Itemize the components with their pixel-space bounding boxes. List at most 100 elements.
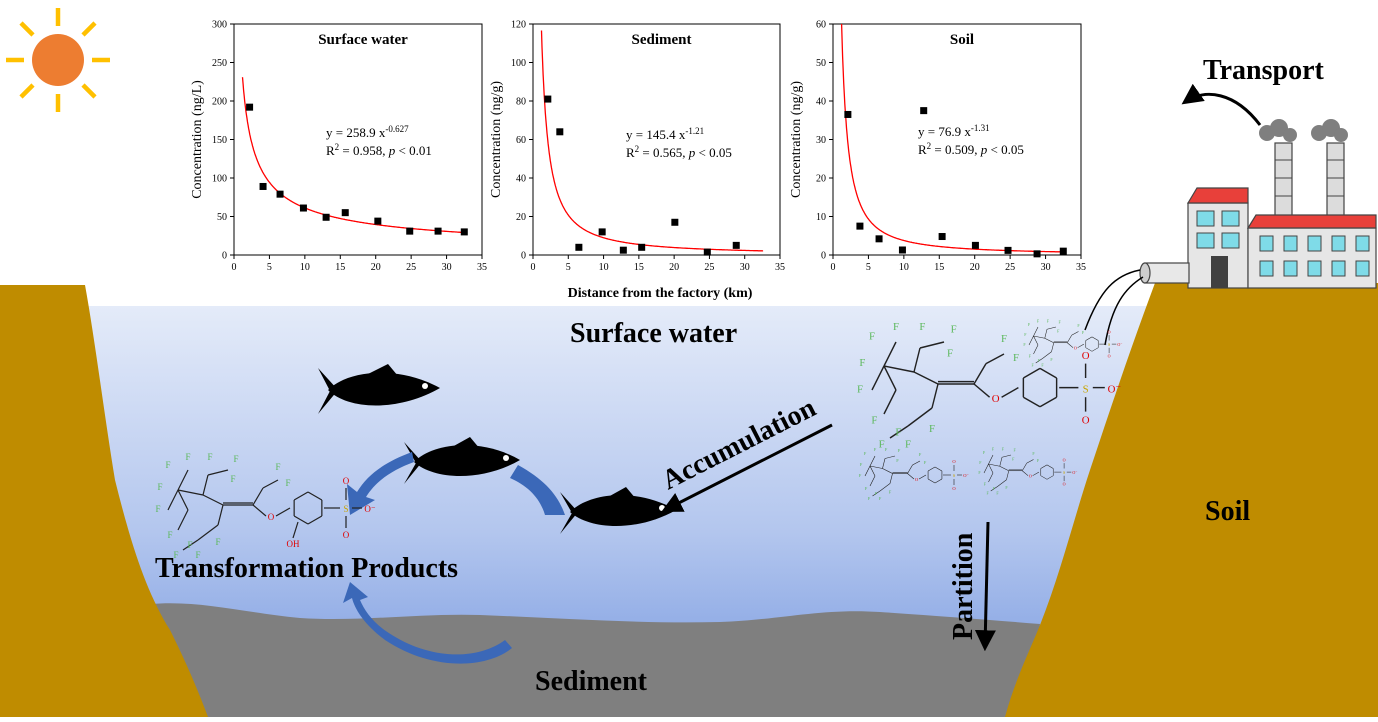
x-tick-label: 20 — [371, 262, 381, 273]
atom-label: F — [893, 321, 899, 333]
y-tick-label: 300 — [212, 20, 227, 31]
data-point — [920, 107, 928, 115]
atom-label: O — [952, 486, 956, 491]
y-tick-label: 100 — [212, 174, 227, 185]
atom-label: F — [1047, 319, 1050, 324]
atom-label: F — [885, 447, 888, 452]
fit-r2: R2 = 0.565, p < 0.05 — [626, 144, 732, 160]
data-point — [938, 233, 946, 241]
atom-label: F — [869, 331, 875, 343]
chart-title: Sediment — [632, 32, 692, 48]
atom-label: F — [984, 482, 987, 487]
atom-label: F — [1037, 319, 1040, 324]
atom-label: F — [1023, 342, 1026, 347]
atom-label: F — [285, 478, 290, 488]
atom-label: F — [896, 458, 899, 463]
x-tick-label: 5 — [866, 262, 871, 273]
data-point — [276, 190, 284, 198]
atom-label: F — [1058, 319, 1061, 324]
data-point — [856, 222, 864, 230]
atom-label: F — [207, 452, 212, 462]
fit-equation: y = 258.9 x-0.627 — [326, 124, 409, 140]
atom-label: F — [951, 323, 957, 335]
y-tick-label: 80 — [516, 97, 526, 108]
sediment-label: Sediment — [535, 666, 648, 697]
x-tick-label: 25 — [406, 262, 416, 273]
atom-label: F — [1024, 332, 1027, 337]
data-point — [406, 227, 414, 235]
soil-label: Soil — [1205, 496, 1250, 527]
x-tick-label: 5 — [267, 262, 272, 273]
atom-label: F — [187, 540, 192, 550]
fit-r2: R2 = 0.509, p < 0.05 — [918, 141, 1024, 157]
smoke-icon — [1259, 119, 1348, 142]
atom-label: F — [947, 347, 953, 359]
atom-label: F — [879, 439, 885, 451]
atom-label: F — [1031, 363, 1034, 368]
x-tick-label: 20 — [970, 262, 980, 273]
atom-label: F — [233, 454, 238, 464]
x-tick-label: 15 — [934, 262, 944, 273]
data-point — [460, 228, 468, 236]
x-tick-label: 15 — [634, 262, 644, 273]
atom-label: F — [871, 415, 877, 427]
data-point — [1004, 246, 1012, 254]
fit-equation: y = 145.4 x-1.21 — [626, 126, 704, 142]
atom-label: O — [1108, 329, 1111, 334]
atom-label: O⁻ — [1072, 470, 1077, 475]
atom-label: F — [1013, 447, 1016, 452]
x-tick-label: 5 — [566, 262, 571, 273]
surface-water-label: Surface water — [570, 318, 737, 349]
data-point — [341, 209, 349, 217]
data-point — [971, 241, 979, 249]
atom-label: F — [919, 452, 922, 457]
atom-label: F — [898, 448, 901, 453]
atom-label: O — [915, 477, 919, 482]
data-point — [246, 103, 254, 111]
atom-label: F — [155, 504, 160, 514]
x-tick-label: 35 — [477, 262, 487, 273]
data-point — [598, 228, 606, 236]
x-tick-label: 10 — [899, 262, 909, 273]
fit-r2: R2 = 0.958, p < 0.01 — [326, 142, 432, 158]
atom-label: O⁻ — [364, 504, 375, 514]
x-tick-label: 10 — [599, 262, 609, 273]
atom-label: F — [1002, 447, 1005, 452]
y-tick-label: 30 — [816, 135, 826, 146]
atom-label: F — [895, 427, 901, 439]
atom-label: O — [1063, 482, 1066, 487]
atom-label: F — [1077, 323, 1080, 328]
atom-label: F — [167, 530, 172, 540]
atom-label: O — [952, 459, 956, 464]
transformation-products-label: Transformation Products — [155, 553, 458, 584]
atom-label: F — [1012, 456, 1015, 461]
atom-label: F — [1029, 354, 1032, 359]
y-tick-label: 0 — [222, 251, 227, 262]
x-tick-label: 30 — [1041, 262, 1051, 273]
factory-icon — [1186, 119, 1377, 289]
partition-label: Partition — [948, 532, 979, 640]
atom-label: F — [864, 451, 867, 456]
data-point — [638, 243, 646, 251]
atom-label: F — [1013, 352, 1019, 364]
atom-label: F — [859, 357, 865, 369]
atom-label: F — [173, 550, 178, 560]
atom-label: F — [865, 486, 868, 491]
y-axis-label: Concentration (ng/L) — [190, 80, 205, 199]
data-point — [556, 128, 564, 136]
data-point — [898, 246, 906, 254]
atom-label: F — [1032, 451, 1035, 456]
atom-label: O — [1029, 474, 1032, 479]
atom-label: F — [983, 450, 986, 455]
atom-label: F — [905, 439, 911, 451]
x-tick-label: 30 — [740, 262, 750, 273]
chart-title: Surface water — [318, 32, 408, 48]
data-point — [875, 235, 883, 243]
atom-label: F — [230, 474, 235, 484]
